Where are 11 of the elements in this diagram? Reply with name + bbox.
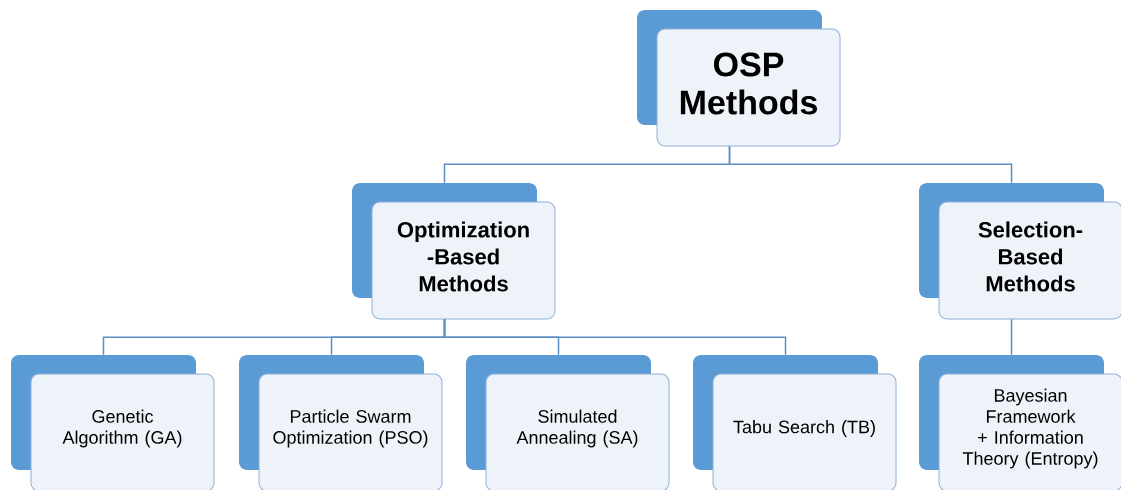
method-box: Simulated Annealing (SA) [466, 355, 670, 490]
connector-line [728, 145, 1013, 184]
connector-line [443, 318, 787, 356]
method-box: Particle Swarm Optimization (PSO) [239, 355, 443, 490]
category-box: Optimization -Based Methods [352, 183, 556, 320]
method-box: Tabu Search (TB) [693, 355, 897, 490]
connector-line [1010, 318, 1013, 356]
category-box: Selection- Based Methods [919, 183, 1121, 320]
method-box: Genetic Algorithm (GA) [11, 355, 215, 490]
method-box: Bayesian Framework + Information Theory (Entropy) [919, 355, 1121, 490]
heading-box: OSP Methods [637, 10, 841, 147]
